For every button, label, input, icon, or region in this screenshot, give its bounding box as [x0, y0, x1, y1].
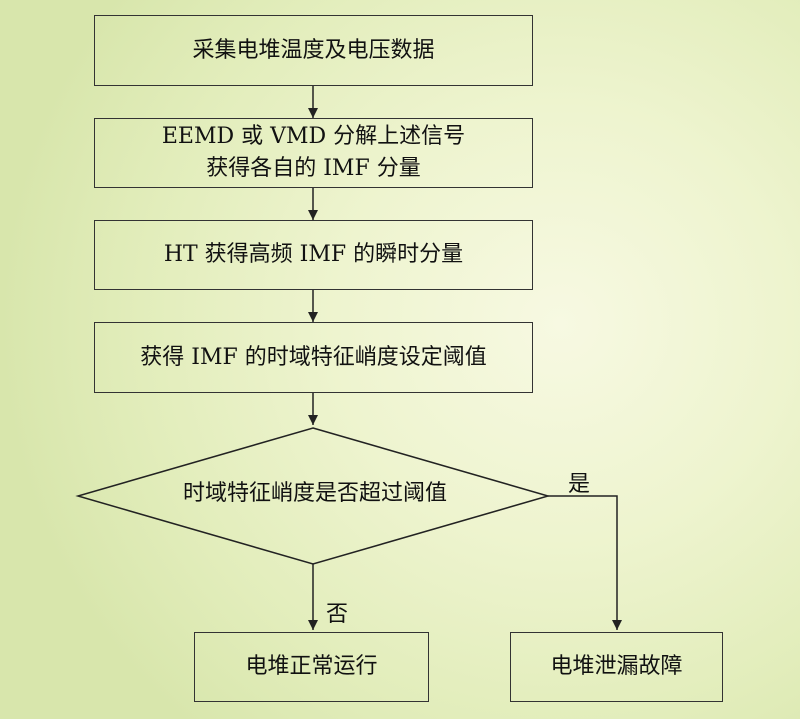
- step-collect-data-text: 采集电堆温度及电压数据: [192, 37, 435, 63]
- yes-label: 是: [568, 472, 591, 497]
- decision-question: 时域特征峭度是否超过阈值: [182, 481, 447, 506]
- step-hilbert-transform-text: HT 获得高频 IMF 的瞬时分量: [163, 242, 464, 267]
- step-collect-data: 采集电堆温度及电压数据: [94, 15, 533, 86]
- outcome-normal-operation: 电堆正常运行: [194, 632, 429, 702]
- no-label: 否: [326, 602, 349, 627]
- step-decompose-line1: EEMD 或 VMD 分解上述信号: [161, 124, 466, 149]
- step-decompose-signal: EEMD 或 VMD 分解上述信号 获得各自的 IMF 分量: [94, 118, 533, 188]
- outcome-leak-fault: 电堆泄漏故障: [510, 632, 723, 702]
- step-set-threshold: 获得 IMF 的时域特征峭度设定阈值: [94, 322, 533, 393]
- arrow-decision-to-leak: [548, 495, 622, 630]
- step-set-threshold-text: 获得 IMF 的时域特征峭度设定阈值: [140, 344, 487, 370]
- step-decompose-line2: 获得各自的 IMF 分量: [206, 156, 421, 181]
- outcome-normal-operation-text: 电堆正常运行: [245, 654, 378, 679]
- step-hilbert-transform: HT 获得高频 IMF 的瞬时分量: [94, 220, 533, 290]
- outcome-leak-fault-text: 电堆泄漏故障: [550, 654, 683, 679]
